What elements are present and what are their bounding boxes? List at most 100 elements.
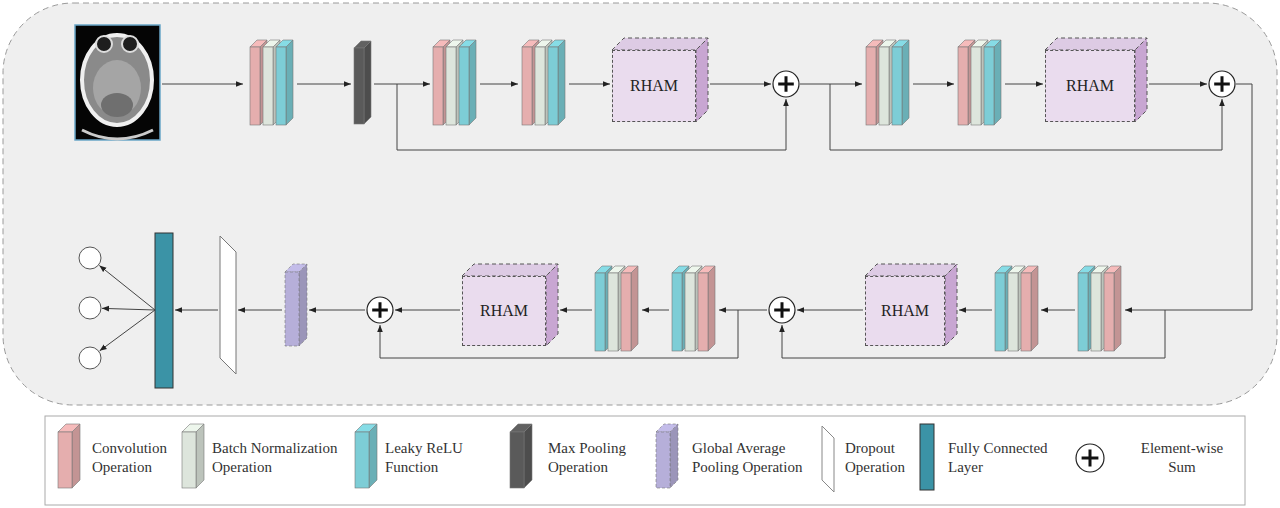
slab-top [1021,266,1038,273]
slab-side [1031,266,1038,351]
rham-top [462,264,558,276]
slab-top [276,40,293,47]
slab-top [892,40,909,47]
dropout-layer [220,236,236,374]
slab-top [984,40,1001,47]
slab-front [58,432,72,488]
legend-swatch [510,424,532,488]
slab-front [263,47,273,125]
legend-swatch [58,424,80,488]
flow-arrow [797,310,863,311]
slab-top [510,424,532,432]
flow-arrow [395,310,460,311]
legend-sum-symbol [1076,444,1104,472]
slab-front [285,272,299,346]
flow-arrow [959,310,992,311]
sum-symbol [1209,71,1235,97]
slab-top [182,424,204,432]
slab-front [1091,273,1101,351]
module-label: RHAM [1066,77,1114,95]
conv-bn-lrelu-layer [276,40,293,125]
flow-arrow [238,310,282,311]
sum-plus [372,302,388,318]
conv-bn-lrelu-layer [1104,266,1121,351]
flow-arrow [297,84,351,85]
flow-arrow [642,310,669,311]
slab-side [469,40,476,125]
sum-circle [773,71,799,97]
ct-table [82,130,153,139]
slab-front [995,273,1005,351]
slab-front [510,432,524,488]
slab-front [595,273,605,351]
slab-side [524,424,532,488]
sum-plus [1214,76,1230,92]
legend-text: Convolution Operation [92,439,177,477]
output-arrow [100,310,155,351]
output-neuron [79,297,101,319]
slab-front [276,47,286,125]
slab-front [354,48,364,124]
legend-text: Global Average Pooling Operation [692,439,814,477]
legend-text: Dropout Operation [845,439,920,477]
ct-skull [82,35,152,125]
flow-arrow [569,84,610,85]
flow-arrow [1041,310,1075,311]
slab-top [698,266,715,273]
rham-side [1135,38,1147,122]
slab-front [459,47,469,125]
slab-front [250,47,260,125]
slab-side [708,266,715,351]
ct-background [75,25,160,140]
slab-side [72,424,80,488]
slab-front [685,273,695,351]
ct-cerebellum [101,93,133,117]
slab-front [608,273,618,351]
rham-box: RHAM [865,276,945,346]
slab-side [558,40,565,125]
slab-side [1114,266,1121,351]
rham-top [865,264,957,276]
conv-bn-lrelu-layer [698,266,715,351]
slab-side [286,40,293,125]
slab-side [369,424,377,488]
flow-arrow [480,84,518,85]
legend-text: Fully Connected Layer [948,439,1066,477]
rham-side [696,38,708,122]
rham-top [1045,38,1147,50]
flow-arrow [710,84,771,85]
output-arrow [102,308,155,310]
max-pooling-layer [354,41,371,124]
slab-top [548,40,565,47]
slab-top [58,424,80,432]
sum-plus [774,302,790,318]
legend-text: Leaky ReLU Function [385,439,475,477]
sum-plus [1082,450,1099,467]
legend-swatch [822,426,834,492]
slab-top [1104,266,1121,273]
skip-connection [397,84,786,150]
slab-front [698,273,708,351]
slab-front [433,47,443,125]
sum-symbol [769,297,795,323]
module-label: RHAM [630,77,678,95]
slab-front [971,47,981,125]
legend-text: Element-wise Sum [1132,439,1232,477]
conv-bn-lrelu-layer [984,40,1001,125]
rham-box: RHAM [612,50,696,122]
rham-box: RHAM [1045,50,1135,122]
slab-front [984,47,994,125]
rham-top [612,38,708,50]
rham-box: RHAM [462,276,546,346]
rham-side [546,264,558,346]
conv-bn-lrelu-layer [621,266,638,351]
flow-arrow [1125,84,1252,310]
ct-brain [93,60,141,116]
slab-top [285,264,307,272]
slab-front [879,47,889,125]
conv-bn-lrelu-layer [459,40,476,125]
slab-front [621,273,631,351]
sum-circle [367,297,393,323]
slab-front [656,432,670,488]
